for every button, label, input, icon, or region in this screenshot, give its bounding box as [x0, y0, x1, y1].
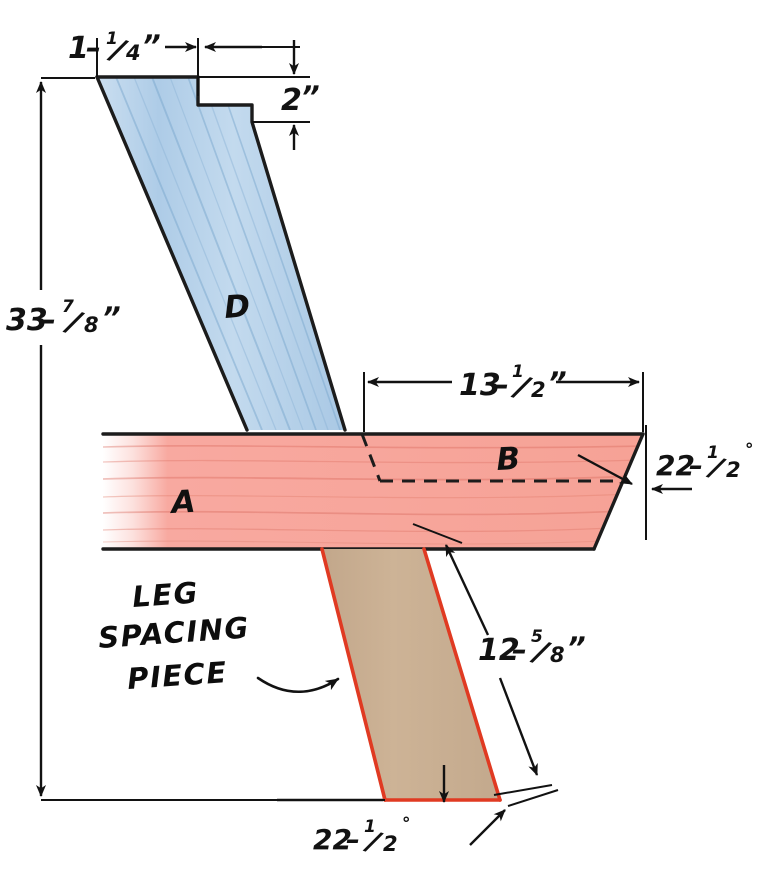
rail-grain	[103, 445, 643, 545]
rail-len-dash: –	[494, 368, 509, 403]
spacer-len-dash: –	[512, 633, 527, 668]
rail-len-whole: 13	[459, 368, 501, 403]
notch-width-whole: 1	[68, 31, 89, 66]
spacer-len-numerator: 5	[531, 627, 543, 647]
spacer-angle-numerator: 1	[364, 817, 376, 837]
spacer-angle-denominator: 2	[383, 832, 398, 856]
spacer-left-edge	[320, 547, 387, 802]
bevel-denominator: 2	[726, 458, 741, 482]
height-numerator: 7	[62, 297, 74, 317]
bevel-whole: 22	[656, 449, 695, 482]
height-whole: 33	[6, 303, 48, 338]
spacer-angle-dash: –	[346, 823, 360, 856]
ext-line-spacer-top	[412, 523, 463, 544]
leader-curve	[256, 676, 340, 693]
callout-line-3: PIECE	[126, 655, 229, 696]
notch-depth-label: 2 ”	[281, 80, 320, 118]
overall-height-label: 33 – 7 / 8 ”	[6, 297, 121, 342]
rail-bevel-angle-label: 22 – 1 / 2 °	[656, 440, 754, 486]
spacer-bevel-angle-label: 22 – 1 / 2 °	[313, 814, 411, 860]
part-label-rail-right: B	[496, 441, 521, 478]
leg-part-group	[95, 75, 347, 432]
ext-line-spacer-angle-tail	[507, 789, 559, 807]
height-dash: –	[41, 303, 56, 338]
height-denominator: 8	[84, 313, 99, 337]
spacer-body	[322, 549, 500, 800]
leg-spacing-piece-part	[320, 547, 502, 802]
spacer-angle-whole: 22	[313, 823, 352, 856]
dim-arrow-spacer-down	[498, 677, 539, 776]
dim-arrow-bevel-in	[577, 453, 633, 486]
spacer-len-unit: ”	[567, 631, 586, 665]
bevel-numerator: 1	[707, 443, 719, 463]
notch-width-dash: –	[86, 31, 101, 66]
notch-width-numerator: 1	[106, 29, 118, 49]
leg-spacing-piece-leader	[256, 676, 340, 693]
dim-arrow-spacer-angle-up	[469, 809, 506, 846]
callout-line-2: SPACING	[97, 610, 251, 654]
leg-outline-left	[95, 75, 249, 432]
notch-width-label: 1 – 1 / 4 ”	[68, 29, 161, 70]
rail-bevel-angle-group	[577, 425, 692, 540]
spacer-len-denominator: 8	[550, 643, 565, 667]
rail-right-length-dimension-group	[363, 372, 644, 432]
height-unit: ”	[102, 301, 121, 335]
rail-right-length-label: 13 – 1 / 2 ”	[459, 362, 567, 407]
rail-body	[103, 434, 643, 549]
callout-line-1: LEG	[131, 575, 200, 614]
notch-width-unit: ”	[142, 29, 161, 63]
part-label-leg: D	[223, 288, 251, 326]
spacer-angle-unit: °	[402, 814, 411, 834]
notch-width-dimension-group	[96, 38, 300, 96]
notch-depth-dimension-group	[198, 40, 310, 150]
spacer-length-label: 12 – 5 / 8 ”	[478, 627, 586, 672]
spacer-length-dimension-group	[412, 523, 553, 796]
spacer-right-edge	[422, 547, 502, 802]
part-label-rail-left: A	[168, 484, 197, 521]
rail-bevel-edge	[592, 432, 645, 551]
leg-spacing-piece-callout-text: LEG SPACING PIECE	[97, 575, 251, 696]
rail-len-unit: ”	[548, 366, 567, 400]
spacer-len-whole: 12	[478, 633, 520, 668]
notch-depth-whole: 2	[281, 83, 302, 118]
notch-width-denominator: 4	[125, 41, 141, 65]
bevel-dash: –	[689, 449, 703, 482]
hidden-leg-edge	[360, 433, 382, 482]
bevel-unit: °	[745, 440, 754, 460]
rail-len-denominator: 2	[531, 378, 546, 402]
leg-grain	[115, 77, 341, 430]
spacer-bevel-angle-group	[277, 765, 559, 846]
ext-line-spacer-bottom	[493, 784, 553, 796]
rail-len-numerator: 1	[512, 362, 524, 382]
leg-outline-top-right	[95, 75, 347, 432]
notch-depth-unit: ”	[301, 80, 320, 114]
dim-arrow-spacer-up	[444, 544, 490, 636]
